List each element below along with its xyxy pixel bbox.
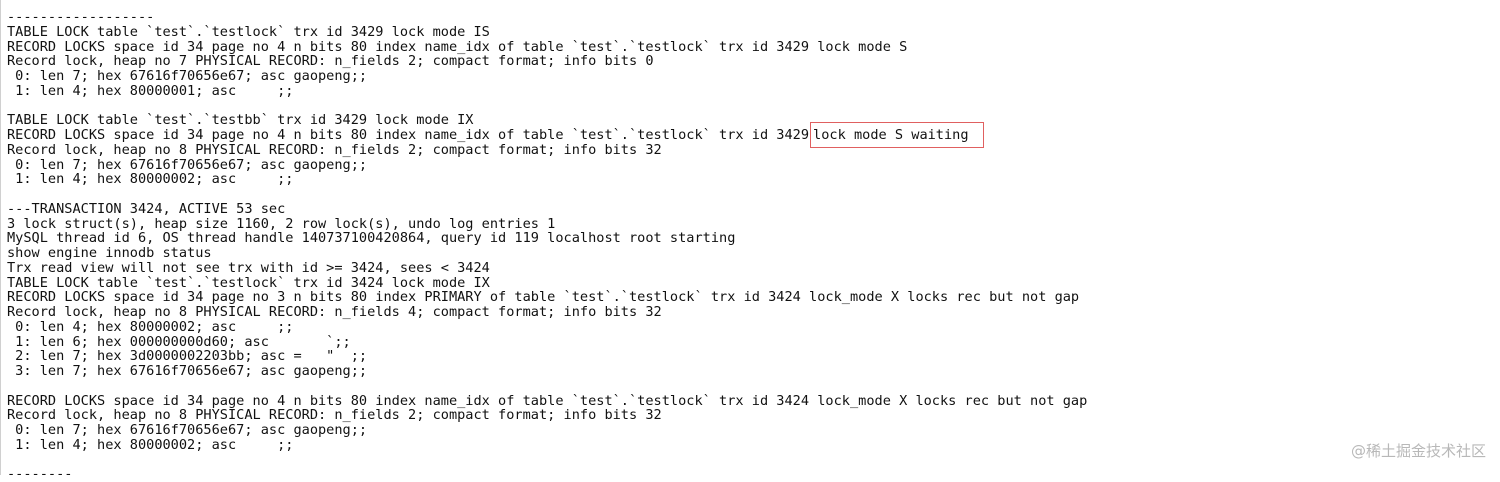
log-line: 1: len 6; hex 000000000d60; asc `;; [7, 333, 351, 350]
log-line [7, 187, 1087, 202]
log-line: Record lock, heap no 7 PHYSICAL RECORD: … [7, 53, 654, 70]
log-line: show engine innodb status [7, 245, 212, 261]
log-line [7, 99, 1087, 114]
log-line: Record lock, heap no 8 PHYSICAL RECORD: … [7, 407, 662, 424]
log-line: Record lock, heap no 8 PHYSICAL RECORD: … [7, 141, 662, 158]
log-line: ------------------ [7, 9, 155, 25]
innodb-status-log: ------------------ TABLE LOCK table `tes… [7, 10, 1087, 482]
log-line: TABLE LOCK table `test`.`testlock` trx i… [7, 23, 490, 40]
log-line [7, 379, 1087, 394]
log-line: 1: len 4; hex 80000001; asc ;; [7, 82, 294, 99]
log-line: 3 lock struct(s), heap size 1160, 2 row … [7, 215, 556, 232]
log-line: 1: len 4; hex 80000002; asc ;; [7, 436, 294, 453]
log-line: RECORD LOCKS space id 34 page no 4 n bit… [7, 392, 1088, 409]
log-line: 1: len 4; hex 80000002; asc ;; [7, 171, 294, 188]
log-line: RECORD LOCKS space id 34 page no 4 n bit… [7, 38, 908, 55]
log-line: TABLE LOCK table `test`.`testbb` trx id … [7, 112, 474, 129]
log-line: 3: len 7; hex 67616f70656e67; asc gaopen… [7, 363, 368, 379]
log-line: 2: len 7; hex 3d0000002203bb; asc = " ;; [7, 348, 368, 365]
log-line: Trx read view will not see trx with id >… [7, 259, 490, 276]
log-line: 0: len 4; hex 80000002; asc ;; [7, 318, 294, 335]
log-line: TABLE LOCK table `test`.`testlock` trx i… [7, 274, 490, 291]
log-line [7, 453, 1087, 468]
log-line: 0: len 7; hex 67616f70656e67; asc gaopen… [7, 156, 368, 173]
log-line-prefix: RECORD LOCKS space id 34 page no 4 n bit… [7, 127, 810, 143]
watermark: @稀土掘金技术社区 [1350, 442, 1486, 460]
log-line-with-highlight: RECORD LOCKS space id 34 page no 4 n bit… [7, 122, 1087, 148]
log-line: MySQL thread id 6, OS thread handle 1407… [7, 230, 736, 247]
highlighted-lock-wait: lock mode S waiting [810, 122, 984, 148]
log-line: Record lock, heap no 8 PHYSICAL RECORD: … [7, 304, 662, 320]
log-line: 0: len 7; hex 67616f70656e67; asc gaopen… [7, 422, 368, 438]
log-line: ---TRANSACTION 3424, ACTIVE 53 sec [7, 200, 286, 217]
log-line: 0: len 7; hex 67616f70656e67; asc gaopen… [7, 68, 368, 84]
log-line: RECORD LOCKS space id 34 page no 3 n bit… [7, 289, 1080, 306]
